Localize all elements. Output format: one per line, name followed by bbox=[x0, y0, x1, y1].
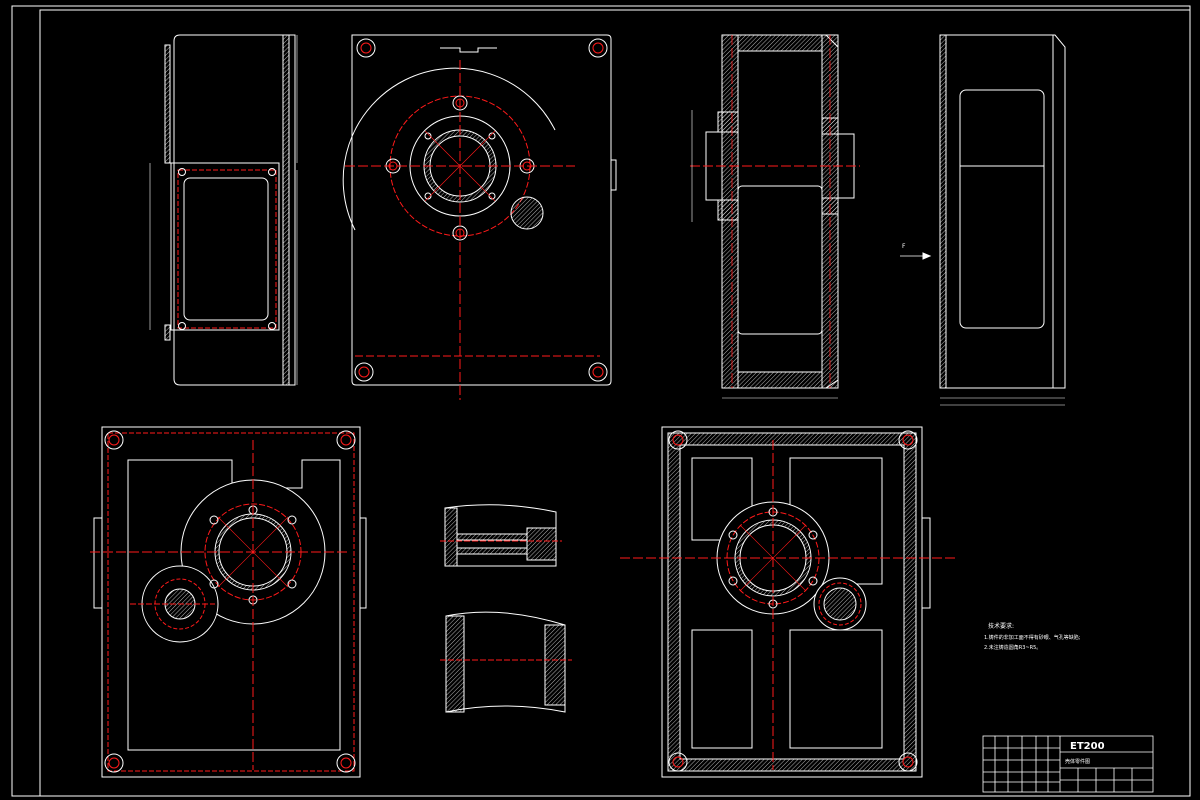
view-front-top bbox=[342, 34, 617, 400]
sheet-outer-border bbox=[11, 5, 1191, 797]
tech-requirement-1: 1.铸件的非加工面不得有砂眼、气孔等缺陷; bbox=[984, 634, 1081, 641]
section-detail-b bbox=[440, 611, 572, 713]
view-side-section-left bbox=[149, 34, 298, 386]
title-block bbox=[982, 735, 1154, 793]
tech-requirements: 技术要求: 1.铸件的非加工面不得有砂眼、气孔等缺陷; 2.未注铸造圆角R3~R… bbox=[984, 622, 1081, 651]
view-face-bottom-right bbox=[620, 426, 955, 778]
sheet-inner-border bbox=[39, 9, 1191, 797]
title-block-code: ET200 bbox=[1070, 741, 1105, 752]
view-side-right bbox=[900, 34, 1066, 406]
arrow-label-f: F bbox=[902, 243, 906, 250]
view-section-bearing bbox=[690, 34, 860, 399]
tech-requirements-title: 技术要求: bbox=[988, 622, 1014, 630]
tech-requirement-2: 2.未注铸造圆角R3~R5。 bbox=[984, 644, 1041, 651]
section-detail-a bbox=[440, 504, 562, 567]
view-face-bottom-left bbox=[90, 426, 367, 778]
title-block-name: 壳体零件图 bbox=[1065, 758, 1090, 765]
